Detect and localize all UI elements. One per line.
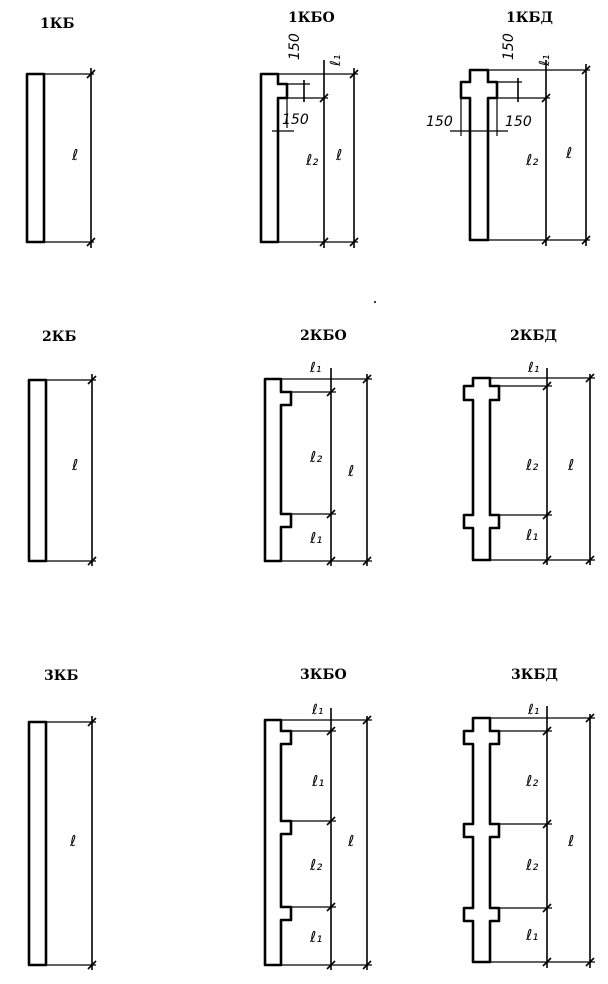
dim-span-top: ℓ₁: [328, 55, 344, 67]
dim-150-right: 150: [505, 114, 532, 130]
block-body: [27, 378, 48, 563]
dim-span-top: ℓ₁: [527, 360, 539, 376]
dim-length: ℓ: [347, 832, 354, 850]
label-1kb: 1КБ: [40, 16, 74, 32]
dim-gap: ℓ₂: [525, 151, 538, 169]
block-body: [263, 718, 293, 967]
dim-150-top: 150: [287, 33, 303, 60]
label-3kb: 3КБ: [44, 668, 78, 684]
label-3kbd: 3КБД: [511, 667, 558, 683]
dim-length: ℓ: [71, 456, 78, 474]
block-1kbd: 150 150 150 ℓ₁ ℓ₂ ℓ: [426, 33, 591, 246]
dim-length: ℓ: [347, 462, 354, 480]
dim-span-top: ℓ₁: [537, 55, 553, 67]
dim-gap-2: ℓ₂: [525, 856, 538, 874]
block-body: [263, 377, 293, 563]
block-body: [462, 716, 501, 964]
block-body: [25, 72, 46, 244]
label-1kbo: 1КБО: [288, 10, 335, 26]
label-2kb: 2КБ: [42, 329, 76, 345]
dim-span-1: ℓ₁: [311, 772, 324, 790]
dim-150-top: 150: [501, 33, 517, 60]
block-body: [462, 376, 501, 562]
block-1kbo: 150 150 ℓ₁ ℓ₂ ℓ: [259, 33, 359, 248]
dim-length: ℓ: [565, 144, 572, 162]
block-body: [259, 72, 289, 244]
label-1kbd: 1КБД: [506, 10, 553, 26]
dim-gap: ℓ₂: [309, 448, 322, 466]
block-3kbo: ℓ₁ ℓ₁ ℓ₂ ℓ₁ ℓ: [263, 702, 372, 970]
dim-length: ℓ: [335, 146, 342, 164]
dim-length: ℓ: [69, 832, 76, 850]
dim-span-top: ℓ₁: [311, 702, 323, 718]
block-2kbd: ℓ₁ ℓ₂ ℓ₁ ℓ: [462, 360, 595, 565]
label-2kbd: 2КБД: [510, 328, 557, 344]
dim-length: ℓ: [71, 146, 78, 164]
block-1kb: ℓ: [25, 68, 96, 248]
block-body: [27, 720, 48, 967]
dim-150-side: 150: [282, 112, 309, 128]
dim-length: ℓ: [567, 456, 574, 474]
dim-span-top: ℓ₁: [309, 360, 321, 376]
block-body: [459, 68, 499, 242]
block-2kbo: ℓ₁ ℓ₂ ℓ₁ ℓ: [263, 360, 372, 566]
scan-dot: [374, 301, 376, 303]
block-3kbd: ℓ₁ ℓ₂ ℓ₂ ℓ₁ ℓ: [462, 702, 595, 968]
dim-span-top: ℓ₁: [527, 702, 539, 718]
dim-gap: ℓ₂: [305, 151, 318, 169]
dim-gap: ℓ₂: [309, 856, 322, 874]
dim-150-left: 150: [426, 114, 453, 130]
dim-gap: ℓ₂: [525, 456, 538, 474]
block-2kb: ℓ: [27, 374, 97, 566]
dim-length: ℓ: [567, 832, 574, 850]
dim-span-bottom: ℓ₁: [309, 928, 322, 946]
dim-span-bottom: ℓ₁: [525, 526, 538, 544]
dim-span-bottom: ℓ₁: [525, 926, 538, 944]
block-3kb: ℓ: [27, 716, 97, 970]
dim-span-bottom: ℓ₁: [309, 529, 322, 547]
label-3kbo: 3КБО: [300, 667, 347, 683]
label-2kbo: 2КБО: [300, 328, 347, 344]
dim-gap-1: ℓ₂: [525, 772, 538, 790]
